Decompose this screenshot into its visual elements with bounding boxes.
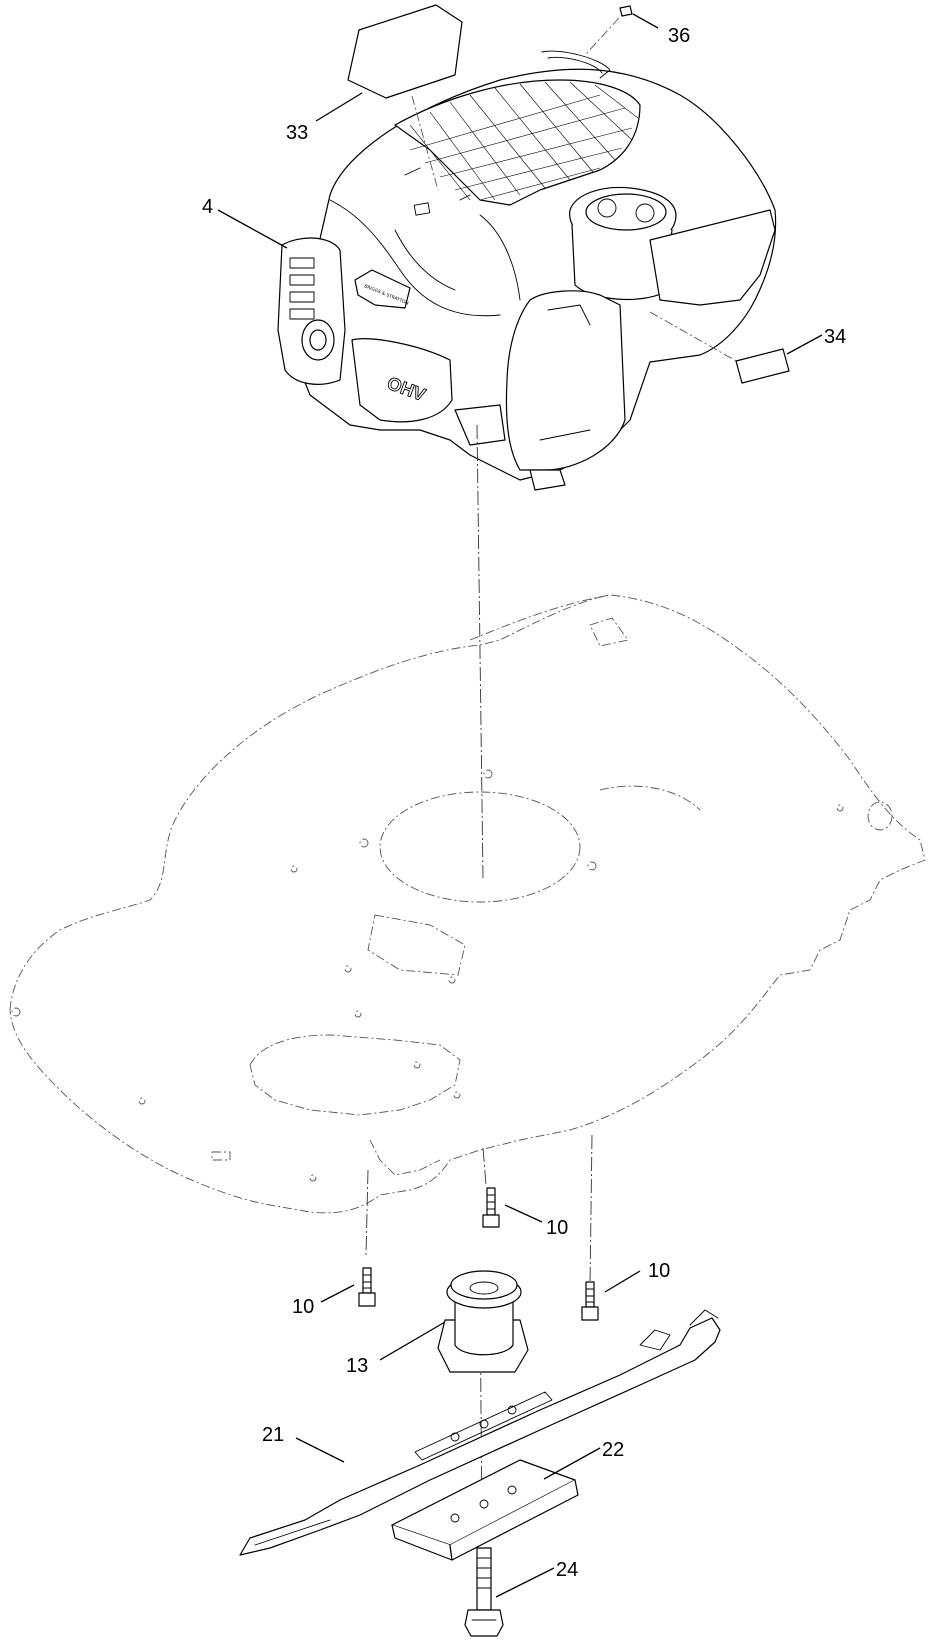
callout-labels: 36 33 4 34 10 10 10 13 21 22 24 — [202, 25, 846, 1581]
mower-blade-21 — [239, 1309, 721, 1556]
bolt-10-right — [581, 1281, 599, 1321]
callout-10-center: 10 — [546, 1217, 568, 1239]
briggs-logo-badge — [354, 269, 411, 309]
callout-24: 24 — [556, 1559, 578, 1581]
callout-leaders — [217, 13, 823, 1598]
blade-bolt-24 — [464, 1547, 504, 1637]
callout-33: 33 — [286, 122, 308, 144]
assembly-centerlines — [365, 424, 593, 1531]
callout-10-right: 10 — [648, 1260, 670, 1282]
decal-34-label — [649, 311, 790, 384]
callout-21: 21 — [262, 1424, 284, 1446]
callout-22: 22 — [602, 1439, 624, 1461]
blade-stiffener-22 — [391, 1459, 579, 1561]
bolt-10-center — [482, 1187, 500, 1228]
engine-assembly: OHV — [277, 50, 777, 491]
bolt-10-left — [358, 1267, 376, 1307]
recoil-vents — [289, 257, 315, 320]
callout-10-left: 10 — [292, 1296, 314, 1318]
grille-hatching — [409, 81, 639, 201]
callout-4: 4 — [202, 196, 213, 218]
callout-13: 13 — [346, 1355, 368, 1377]
mower-deck-phantom — [9, 594, 926, 1214]
callout-34: 34 — [824, 326, 846, 348]
blade-adapter-13 — [437, 1270, 529, 1373]
decal-33-hexagon — [347, 4, 463, 191]
callout-36: 36 — [668, 25, 690, 47]
deck-holes — [11, 769, 893, 1182]
clip-36 — [584, 5, 633, 56]
